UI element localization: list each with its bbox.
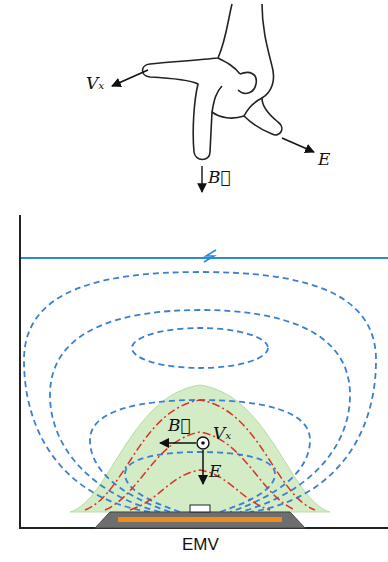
velocity-arrow	[112, 70, 148, 86]
field-label: B⃗	[168, 416, 191, 435]
electric-label: E	[318, 150, 330, 169]
electrode	[190, 505, 210, 512]
field-arrow	[201, 166, 202, 192]
field-arrow	[160, 442, 196, 444]
tank-wall	[20, 215, 388, 528]
sensitivity-contours	[85, 400, 315, 510]
electric-arrow	[202, 450, 204, 484]
water-surface	[21, 257, 388, 259]
out-of-page-dot	[201, 441, 205, 445]
out-of-page-symbol	[197, 437, 209, 449]
caption: EMV	[182, 536, 219, 555]
ripple	[204, 250, 216, 262]
sensor-housing	[95, 512, 305, 528]
field-lines	[24, 272, 376, 512]
electric-arrow	[282, 138, 314, 152]
hand	[143, 4, 282, 160]
field-label: B⃗	[208, 168, 231, 187]
velocity-label: Vₓ	[213, 424, 231, 443]
electric-label: E	[209, 462, 221, 481]
coil-bar	[118, 517, 282, 522]
sensing-region	[70, 385, 330, 512]
velocity-label: Vₓ	[86, 74, 104, 93]
